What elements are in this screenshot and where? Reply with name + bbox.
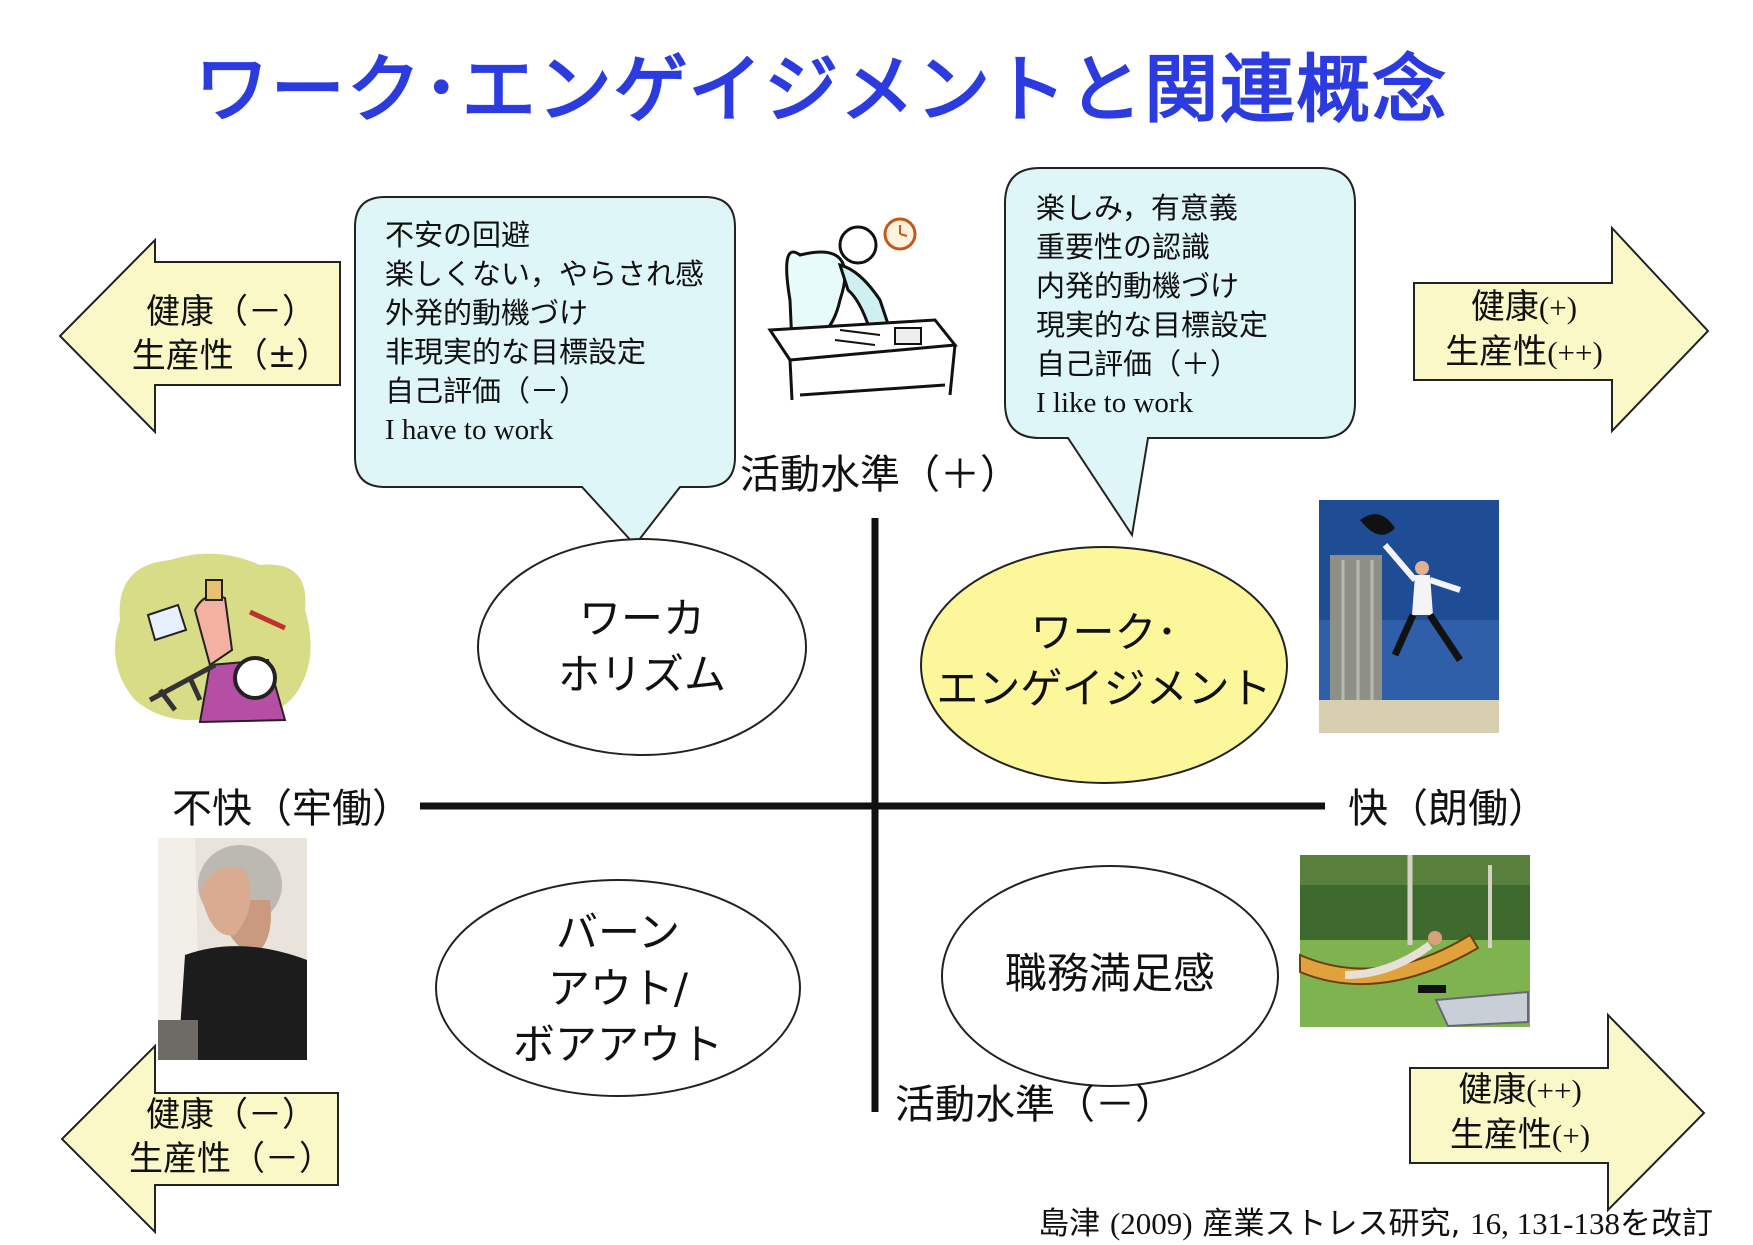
quadrant-label-workaholism: ワーカ ホリズム [557, 594, 726, 699]
right-bubble-line: 楽しみ，有意義 [1036, 191, 1238, 225]
productivity-sign: (+) [1551, 1118, 1591, 1153]
productivity-label: 生産性 [1449, 1115, 1552, 1155]
arrow-top-right-label: 健康(+) 生産性(++) [1414, 285, 1634, 375]
right-bubble-line: 内発的動機づけ [1036, 269, 1240, 303]
page-title: ワーク･エンゲイジメントと関連概念 [194, 47, 1449, 133]
axis-label-top: 活動水準（＋） [740, 452, 1020, 498]
left-bubble-line: 楽しくない，やらされ感 [385, 257, 705, 291]
arrow-bottom-right [1409, 1012, 1706, 1213]
citation-journal: 産業ストレス研究, [1202, 1206, 1461, 1242]
left-bubble-line: 不安の回避 [385, 218, 531, 252]
stress-collage-icon [115, 553, 311, 724]
productivity-label: 生産性 [1445, 332, 1548, 372]
health-label: 健康 [1470, 287, 1539, 327]
quadrant-label-engagement: ワーク･ エンゲイジメント [936, 608, 1272, 713]
office-worker-icon [767, 217, 958, 401]
axis-label-bottom: 活動水準（－） [895, 1082, 1175, 1128]
axis-label-right: 快（朗働） [1348, 786, 1548, 832]
left-speech-bubble [354, 196, 736, 547]
engagement-ellipse [920, 546, 1288, 784]
arrow-bottom-left [60, 1043, 339, 1235]
health-label: 健康（－） [146, 292, 316, 332]
health-sign: (+) [1538, 290, 1578, 325]
axis-label-left: 不快（牢働） [172, 786, 412, 832]
left-bubble-line: 外発的動機づけ [385, 296, 589, 330]
burnout-ellipse [435, 879, 801, 1097]
productivity-label: 生産性（±） [131, 336, 331, 376]
job-satisfaction-ellipse [941, 865, 1279, 1087]
arrow-top-left-label: 健康（－） 生産性（±） [126, 290, 336, 378]
citation-suffix: を改訂 [1620, 1206, 1713, 1242]
arrow-top-right [1413, 225, 1710, 434]
arrow-top-left [58, 237, 341, 435]
left-bubble-english: I have to work [385, 414, 554, 446]
right-speech-bubble [1004, 167, 1356, 538]
health-label: 健康（－） [146, 1095, 316, 1135]
productivity-label: 生産性（－） [129, 1139, 333, 1179]
left-bubble-text: 不安の回避 楽しくない，やらされ感 外発的動機づけ 非現実的な目標設定 自己評価… [385, 216, 704, 450]
hammock-photo [1299, 855, 1530, 1028]
health-label: 健康 [1458, 1070, 1527, 1110]
quadrant-label-job-satisfaction: 職務満足感 [1004, 949, 1215, 998]
productivity-sign: (++) [1547, 335, 1603, 370]
citation-year: (2009) [1109, 1206, 1193, 1241]
health-sign: (++) [1526, 1073, 1582, 1108]
arrow-bottom-left-label: 健康（－） 生産性（－） [126, 1093, 336, 1181]
right-bubble-text: 楽しみ，有意義 重要性の認識 内発的動機づけ 現実的な目標設定 自己評価（＋） … [1036, 189, 1268, 423]
right-bubble-line: 自己評価（＋） [1036, 347, 1240, 381]
left-bubble-line: 非現実的な目標設定 [385, 335, 647, 369]
right-bubble-english: I like to work [1036, 387, 1194, 419]
workaholism-ellipse [477, 538, 807, 756]
arrow-bottom-right-label: 健康(++) 生産性(+) [1410, 1068, 1630, 1158]
jumping-man-photo [1319, 500, 1499, 733]
citation-volume: 16, 131-138 [1470, 1206, 1620, 1241]
right-bubble-line: 現実的な目標設定 [1036, 308, 1269, 342]
stressed-man-photo [158, 838, 307, 1060]
citation-author: 島津 [1038, 1206, 1101, 1242]
quadrant-label-burnout: バーン アウト/ ボアアウト [512, 908, 723, 1069]
citation: 島津 (2009) 産業ストレス研究, 16, 131-138を改訂 [1038, 1198, 1713, 1243]
left-bubble-line: 自己評価（－） [385, 374, 589, 408]
right-bubble-line: 重要性の認識 [1036, 230, 1211, 264]
